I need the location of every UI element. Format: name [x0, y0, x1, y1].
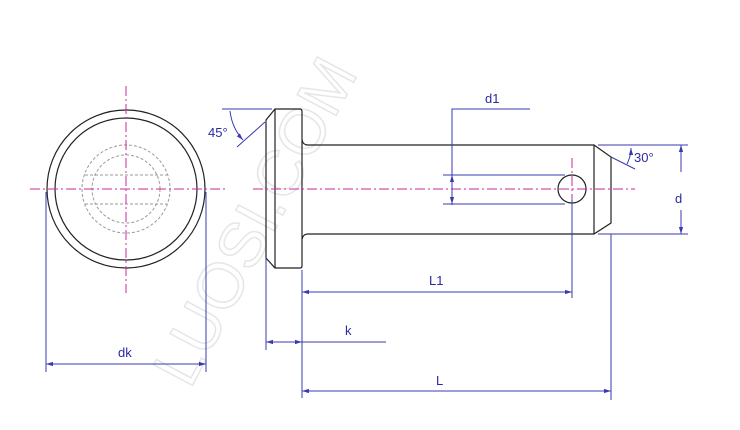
end-view [30, 86, 225, 293]
tip-angle-arc [626, 147, 634, 165]
shank-outline [301, 139, 612, 240]
head-angle-leader [236, 121, 266, 148]
watermark: LUOSI.COM [139, 46, 371, 397]
head-angle-label: 45° [208, 125, 228, 140]
dk-label: dk [118, 345, 132, 360]
k-label: k [345, 323, 352, 338]
L1-label: L1 [429, 273, 443, 288]
head-outline [265, 108, 303, 269]
head-angle-arc [229, 110, 244, 141]
L-label: L [436, 373, 443, 388]
tip-angle-label: 30° [634, 150, 654, 165]
d1-leader [451, 108, 530, 205]
tip-angle-leader [610, 156, 636, 170]
d-label: d [675, 191, 682, 206]
d1-label: d1 [485, 91, 499, 106]
